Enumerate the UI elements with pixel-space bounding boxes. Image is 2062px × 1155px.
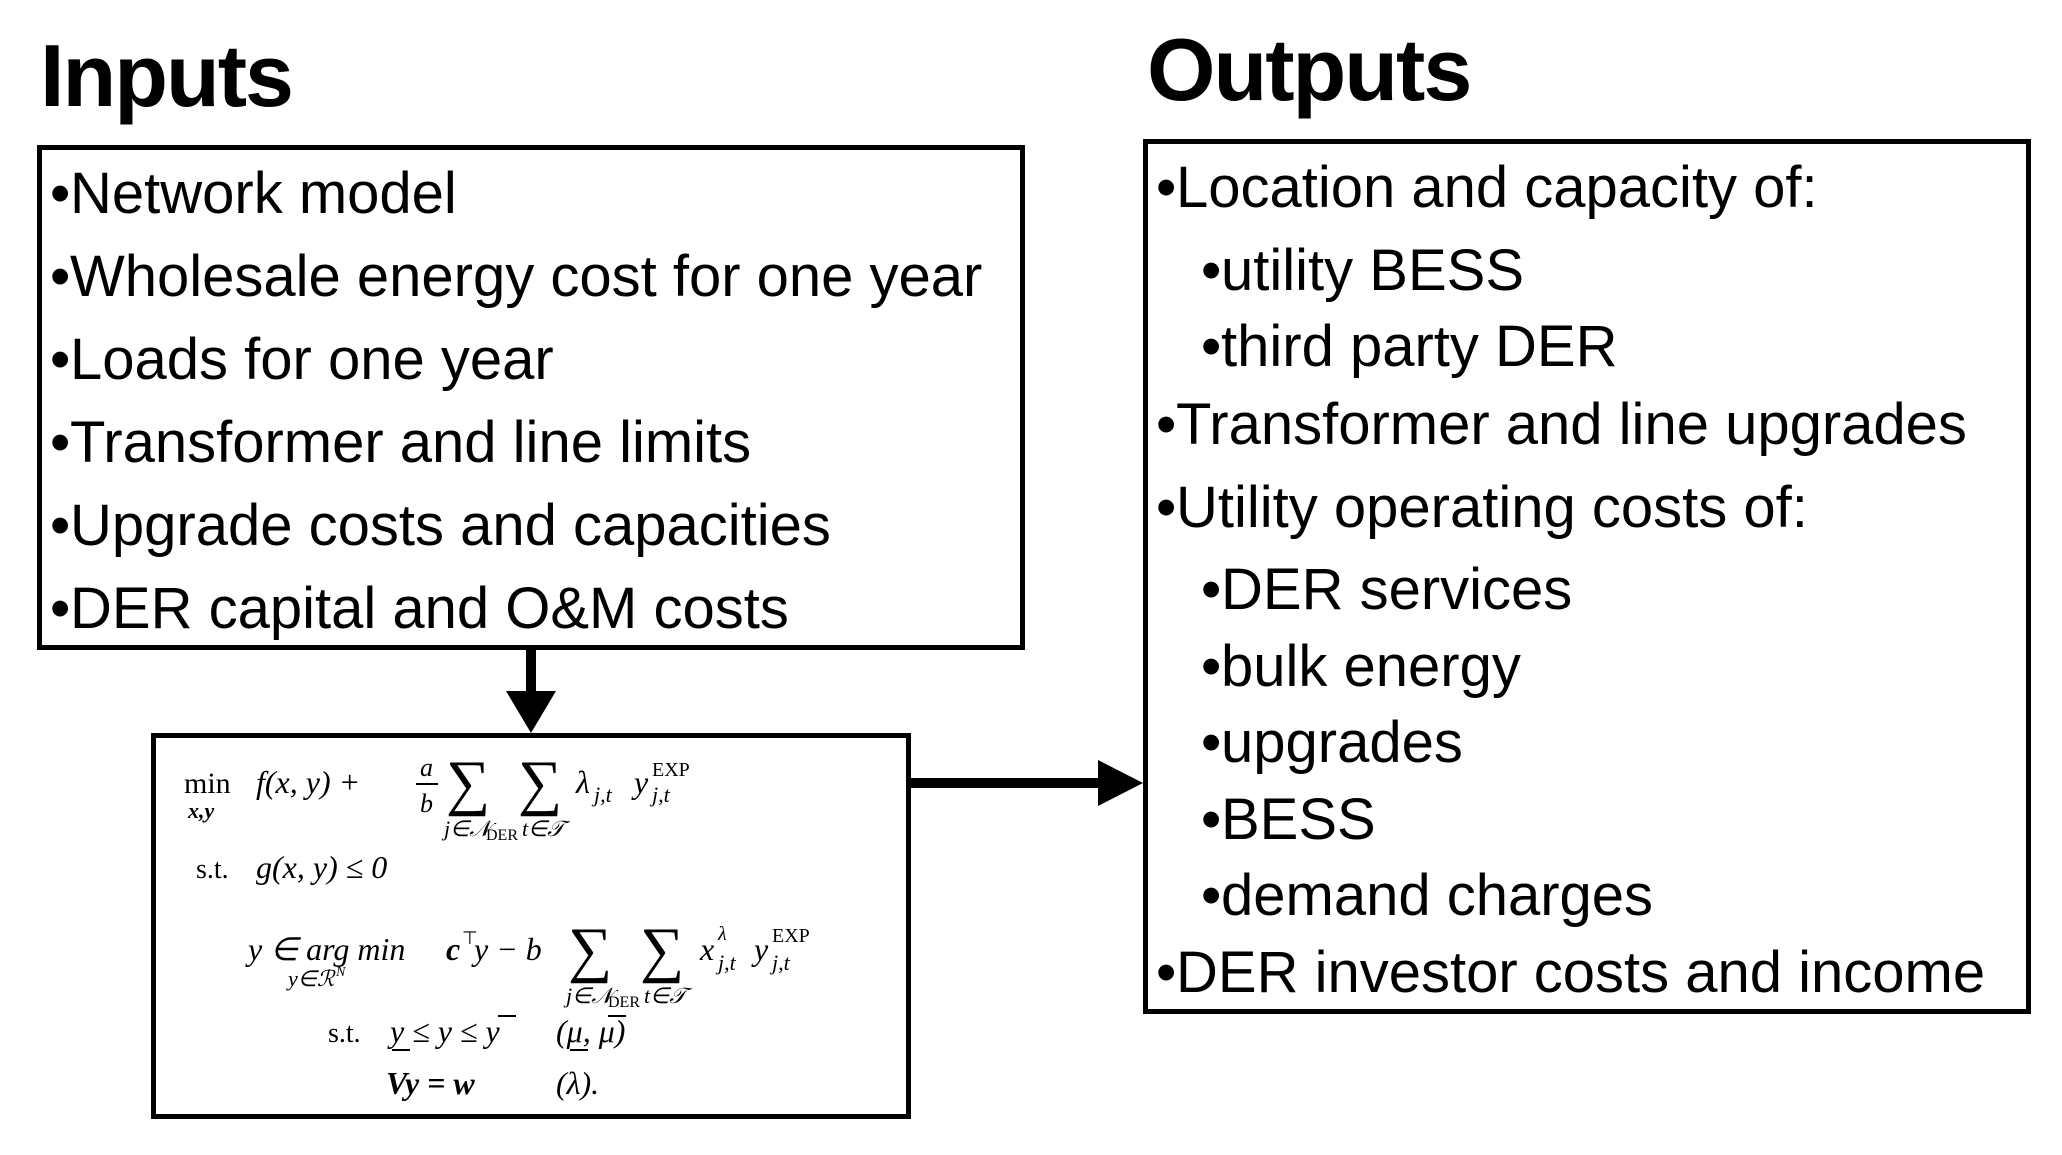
x-superscript: λ xyxy=(717,923,727,945)
min-subscript: x,y xyxy=(187,798,215,823)
argmin-expression: y ∈ arg min xyxy=(245,931,405,967)
formula-box: min x,y f(x, y) + a b ∑ j∈𝒩 DER ∑ t∈𝒯 λ … xyxy=(151,733,911,1119)
sum-symbol: ∑ xyxy=(446,749,490,817)
y-term: y xyxy=(631,764,649,800)
argmin-subscript-exponent: N xyxy=(335,965,346,980)
y-subscript: j,t xyxy=(649,782,671,807)
equality-constraint: Vy = w xyxy=(386,1065,475,1101)
min-operator: min xyxy=(184,767,231,800)
y-superscript: EXP xyxy=(772,925,810,947)
output-item: •Utility operating costs of: xyxy=(1156,475,1808,540)
objective-inner: y − b xyxy=(471,931,542,967)
subject-to-label: s.t. xyxy=(328,1018,361,1049)
input-item: •DER capital and O&M costs xyxy=(50,576,789,641)
lambda-subscript: j,t xyxy=(591,782,613,807)
output-subitem: •third party DER xyxy=(1201,314,1618,379)
subject-to-label: s.t. xyxy=(196,854,229,885)
sum-subscript-der: DER xyxy=(486,827,518,844)
optimization-formula: min x,y f(x, y) + a b ∑ j∈𝒩 DER ∑ t∈𝒯 λ … xyxy=(184,749,810,1101)
equality-dual: (λ). xyxy=(556,1065,599,1101)
sum-symbol: ∑ xyxy=(640,916,684,984)
inputs-heading: Inputs xyxy=(40,26,294,125)
output-item: •Transformer and line upgrades xyxy=(1156,392,1967,457)
y-term: y xyxy=(751,931,769,967)
output-subitem: •utility BESS xyxy=(1201,238,1524,303)
inputs-box: •Network model •Wholesale energy cost fo… xyxy=(37,145,1025,650)
output-item: •DER investor costs and income xyxy=(1156,940,1986,1005)
sum-symbol: ∑ xyxy=(518,749,562,817)
sum-symbol: ∑ xyxy=(568,916,612,984)
inputs-to-formula-arrowhead xyxy=(506,691,556,733)
outputs-heading: Outputs xyxy=(1147,20,1472,119)
x-term: x xyxy=(699,931,714,967)
sum-subscript-der: DER xyxy=(608,994,640,1011)
output-item: •Location and capacity of: xyxy=(1156,155,1818,220)
output-subitem: •upgrades xyxy=(1201,710,1463,775)
y-superscript: EXP xyxy=(652,759,690,781)
outputs-box: •Location and capacity of: •utility BESS… xyxy=(1143,139,2031,1014)
bound-duals: (μ, μ) xyxy=(556,1013,625,1049)
output-subitem: •BESS xyxy=(1201,787,1376,852)
fraction-numerator: a xyxy=(420,753,433,782)
input-item: •Loads for one year xyxy=(50,327,554,392)
lambda-term: λ xyxy=(575,764,590,800)
input-item: •Wholesale energy cost for one year xyxy=(50,244,983,309)
sum-subscript: j∈𝒩 xyxy=(441,816,497,841)
input-item: •Transformer and line limits xyxy=(50,410,752,475)
argmin-subscript: y∈ℛ xyxy=(286,966,336,991)
objective-function: f(x, y) + xyxy=(256,764,360,800)
input-item: •Network model xyxy=(50,161,457,226)
output-subitem: •DER services xyxy=(1201,557,1573,622)
x-subscript: j,t xyxy=(715,950,737,975)
sum-subscript: t∈𝒯 xyxy=(522,816,571,841)
bound-constraints: y ≤ y ≤ y xyxy=(387,1013,501,1049)
sum-subscript: t∈𝒯 xyxy=(644,983,693,1008)
c-vector: c xyxy=(446,931,460,967)
y-subscript: j,t xyxy=(769,950,791,975)
input-item: •Upgrade costs and capacities xyxy=(50,493,831,558)
fraction-denominator: b xyxy=(420,789,433,818)
transpose-symbol: ⊤ xyxy=(462,928,478,948)
formula-to-outputs-arrowhead xyxy=(1098,760,1143,806)
constraint-g: g(x, y) ≤ 0 xyxy=(256,849,387,885)
sum-subscript: j∈𝒩 xyxy=(563,983,619,1008)
output-subitem: •bulk energy xyxy=(1201,634,1521,699)
output-subitem: •demand charges xyxy=(1201,863,1654,928)
